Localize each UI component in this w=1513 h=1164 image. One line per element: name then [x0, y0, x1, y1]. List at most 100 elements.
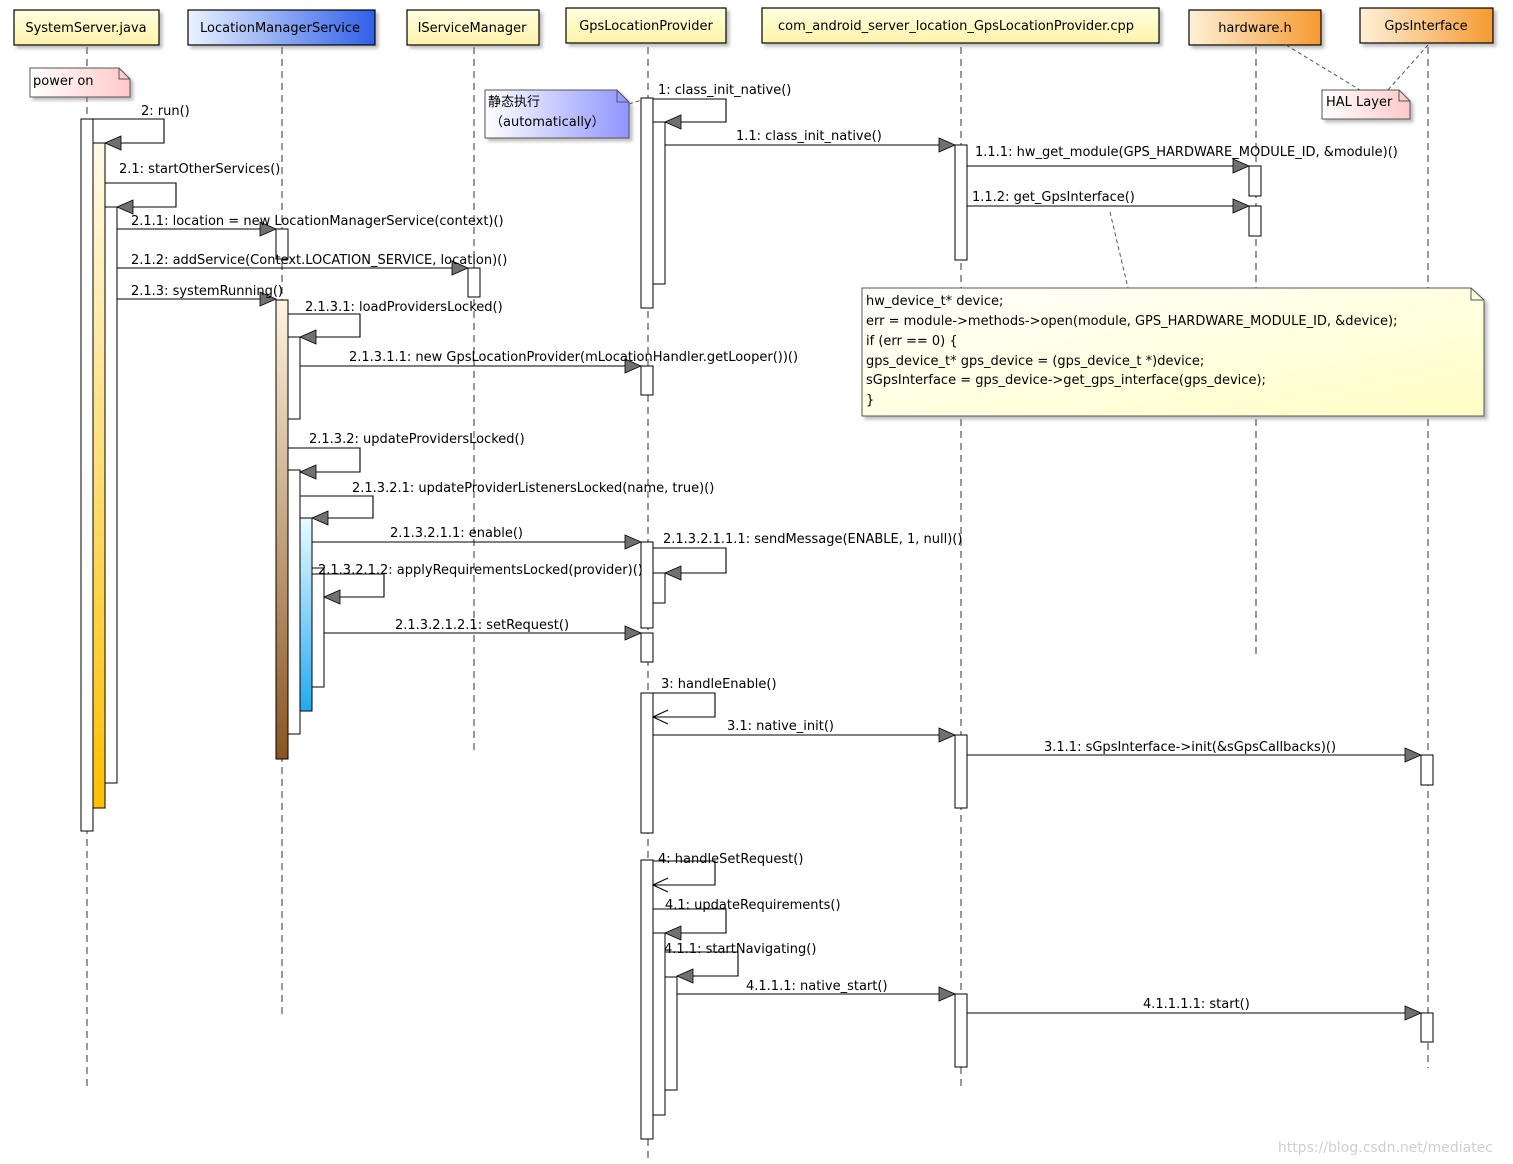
activation-bar	[652, 572, 666, 604]
activation-bar	[1420, 754, 1434, 786]
message-arrow	[653, 547, 727, 574]
participant-cpp: com_android_server_location_GpsLocationP…	[761, 7, 1160, 44]
message-label: 2.1.3: systemRunning()	[131, 284, 283, 299]
message-label: 1: class_init_native()	[658, 83, 791, 98]
activation-bar	[80, 118, 94, 832]
participant-label: GpsLocationProvider	[579, 19, 713, 34]
participant-label: IServiceManager	[418, 21, 528, 36]
message-label: 3.1: native_init()	[727, 719, 834, 734]
activation-bar	[640, 859, 654, 1140]
participant-systemserver: SystemServer.java	[13, 9, 160, 46]
message-arrow	[312, 573, 385, 598]
message-arrow	[300, 495, 374, 519]
note-code: hw_device_t* device; err = module->metho…	[861, 287, 1485, 417]
activation-bar	[954, 993, 968, 1068]
watermark: https://blog.csdn.net/mediatec	[1277, 1140, 1493, 1156]
activation-bar	[467, 267, 481, 298]
message-label: 2.1.3.1.1: new GpsLocationProvider(mLoca…	[349, 350, 798, 365]
message-label: 4.1.1.1: native_start()	[746, 979, 888, 994]
message-arrow	[653, 98, 727, 123]
activation-bar	[640, 541, 654, 629]
message-labels: 1: class_init_native() 1.1: class_init_n…	[119, 83, 1398, 1012]
activations	[80, 97, 1434, 1140]
note-hal-connectors	[1285, 44, 1429, 91]
message-arrow	[288, 313, 361, 338]
activation-bar	[104, 206, 118, 784]
message-label: 2.1: startOtherServices()	[119, 162, 280, 177]
code-line: err = module->methods->open(module, GPS_…	[866, 314, 1397, 329]
message-label: 1.1.1: hw_get_module(GPS_HARDWARE_MODULE…	[975, 145, 1398, 160]
message-label: 4.1.1: startNavigating()	[664, 942, 816, 957]
note-text-line1: 静态执行	[488, 95, 540, 110]
note-text: HAL Layer	[1326, 95, 1393, 110]
activation-bar	[652, 121, 666, 285]
message-arrow	[105, 182, 177, 208]
message-label: 2.1.2: addService(Context.LOCATION_SERVI…	[131, 253, 507, 268]
activation-bar	[640, 632, 654, 663]
activation-bar	[311, 567, 325, 688]
note-text: power on	[33, 74, 94, 89]
activation-bar	[1248, 165, 1262, 197]
activation-bar	[954, 734, 968, 809]
participant-label: GpsInterface	[1384, 19, 1467, 34]
participant-label: com_android_server_location_GpsLocationP…	[778, 19, 1134, 34]
activation-bar	[299, 517, 313, 712]
message-label: 2.1.1: location = new LocationManagerSer…	[131, 214, 504, 229]
message-arrow	[288, 447, 361, 473]
activation-bar	[652, 932, 666, 1116]
code-line: sGpsInterface = gps_device->get_gps_inte…	[866, 373, 1266, 388]
activation-bar	[640, 97, 654, 309]
message-label: 2.1.3.2: updateProvidersLocked()	[309, 432, 525, 447]
message-label: 3.1.1: sGpsInterface->init(&sGpsCallback…	[1044, 740, 1336, 755]
arrowheads	[104, 114, 1422, 1021]
activation-bar	[640, 692, 654, 834]
participant-label: SystemServer.java	[25, 21, 146, 36]
activation-bar	[954, 144, 968, 261]
message-label: 2.1.3.2.1: updateProviderListenersLocked…	[352, 481, 714, 496]
messages	[93, 98, 1421, 1014]
activation-bar	[664, 976, 678, 1091]
participant-gpslocationprovider: GpsLocationProvider	[565, 7, 727, 44]
note-static-exec: 静态执行 （automatically）	[484, 89, 630, 139]
message-label: 2.1.3.1: loadProvidersLocked()	[305, 300, 503, 315]
message-label: 4.1.1.1.1: start()	[1143, 997, 1250, 1012]
activation-bar	[1248, 205, 1262, 237]
code-line: if (err == 0) {	[866, 334, 958, 349]
message-arrow	[653, 860, 716, 886]
message-label: 1.1: class_init_native()	[736, 129, 882, 144]
activation-bar	[287, 336, 301, 420]
message-arrow	[653, 692, 716, 718]
message-label: 2.1.3.2.1.1.1: sendMessage(ENABLE, 1, nu…	[663, 532, 962, 547]
participant-label: hardware.h	[1218, 21, 1292, 36]
code-line: hw_device_t* device;	[866, 294, 1003, 309]
activation-bar	[640, 365, 654, 396]
message-arrow	[653, 908, 727, 934]
message-label: 2: run()	[141, 104, 190, 119]
activation-bar	[1420, 1012, 1434, 1043]
message-arrow	[665, 951, 739, 977]
message-label: 1.1.2: get_GpsInterface()	[972, 190, 1135, 205]
open-arrowheads	[651, 709, 669, 893]
activation-bar	[92, 142, 106, 809]
message-label: 4: handleSetRequest()	[658, 852, 803, 867]
code-line: }	[866, 393, 874, 408]
message-label: 3: handleEnable()	[661, 677, 777, 692]
message-label: 2.1.3.2.1.2.1: setRequest()	[395, 618, 569, 633]
message-label: 2.1.3.2.1.1: enable()	[390, 526, 523, 541]
message-label: 2.1.3.2.1.2: applyRequirementsLocked(pro…	[318, 563, 643, 578]
participant-label: LocationManagerService	[200, 21, 360, 36]
code-line: gps_device_t* gps_device = (gps_device_t…	[866, 354, 1204, 369]
activation-bar	[275, 299, 289, 760]
participant-hardware-h: hardware.h	[1188, 9, 1322, 46]
note-power-on: power on	[29, 67, 131, 98]
note-hal-layer: HAL Layer	[1321, 89, 1411, 120]
note-text-line2: （automatically）	[490, 115, 605, 130]
participant-gpsinterface: GpsInterface	[1359, 7, 1494, 44]
activation-bar	[287, 469, 301, 735]
participant-locationmanagerservice: LocationManagerService	[187, 9, 376, 46]
message-label: 4.1: updateRequirements()	[665, 898, 841, 913]
note-connector	[1109, 211, 1129, 289]
activation-bar	[275, 228, 289, 260]
message-arrow	[93, 118, 165, 144]
